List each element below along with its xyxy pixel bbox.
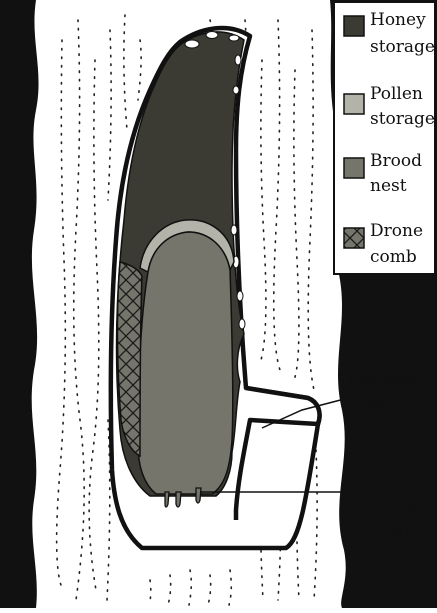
legend-swatch-drone	[344, 228, 364, 248]
legend-label-drone-line2: comb	[370, 247, 417, 267]
legend-label-pollen-line2: storage	[370, 109, 435, 129]
legend: Honey storage Pollen storage Brood nest …	[334, 2, 435, 274]
legend-swatch-pollen	[344, 94, 364, 114]
propolis-label-line2: layer	[360, 392, 404, 412]
brood-nest	[138, 232, 233, 494]
legend-label-brood-line2: nest	[370, 176, 407, 196]
legend-label-drone-line1: Drone	[370, 221, 423, 241]
legend-label-honey-line1: Honey	[370, 10, 426, 30]
queen-label-line2: cell	[385, 522, 415, 542]
legend-label-brood-line1: Brood	[370, 151, 422, 171]
legend-swatch-honey	[344, 16, 364, 36]
propolis-label-line1: Propolis	[347, 371, 418, 391]
legend-swatch-brood	[344, 158, 364, 178]
queen-label-line1: Queen	[372, 501, 428, 521]
legend-label-pollen-line1: Pollen	[370, 84, 423, 104]
legend-label-honey-line2: storage	[370, 37, 435, 57]
